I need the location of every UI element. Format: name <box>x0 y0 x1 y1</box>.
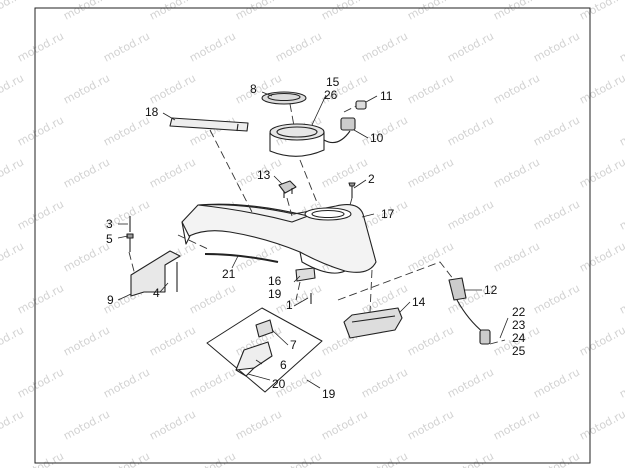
callout-25: 25 <box>512 344 526 358</box>
callout-26: 26 <box>324 88 338 102</box>
part-11-bulb <box>355 100 367 110</box>
assembly-lines <box>128 103 506 345</box>
callout-19-inset: 19 <box>322 387 336 401</box>
callout-2: 2 <box>368 172 375 186</box>
part-15-26-speedometer <box>269 123 325 157</box>
part-13-clip <box>278 180 297 198</box>
part-10-wiring-harness <box>323 117 356 144</box>
callout-9: 9 <box>107 293 114 307</box>
callout-13: 13 <box>257 168 271 182</box>
callout-4: 4 <box>153 286 160 300</box>
callout-14: 14 <box>412 295 426 309</box>
callout-16: 16 <box>268 274 282 288</box>
callout-18: 18 <box>145 105 159 119</box>
callout-3: 3 <box>106 217 113 231</box>
callout-10: 10 <box>370 131 384 145</box>
callout-11: 11 <box>380 89 393 103</box>
part-21-seal-strip <box>204 253 279 263</box>
callout-12: 12 <box>484 283 498 297</box>
callout-8: 8 <box>250 82 257 96</box>
part-18-trim-strip <box>169 117 249 132</box>
inset-19-box <box>206 307 323 393</box>
callout-6: 6 <box>280 358 287 372</box>
callout-22: 22 <box>512 305 526 319</box>
callout-15: 15 <box>326 75 340 89</box>
diagram-border <box>34 7 591 464</box>
part-4-9-bracket <box>130 250 181 297</box>
callout-leaders <box>117 91 509 389</box>
callout-7: 7 <box>290 338 297 352</box>
part-12-switch-assembly <box>448 277 491 345</box>
part-8-bezel-ring <box>261 91 307 105</box>
callout-labels: 1 2 3 4 5 6 7 8 9 10 11 12 13 14 15 16 1… <box>106 75 526 401</box>
callout-5: 5 <box>106 232 113 246</box>
part-14-lower-cover <box>343 307 403 339</box>
callout-20: 20 <box>272 377 286 391</box>
part-16-grommet <box>295 267 316 282</box>
part-2-screw <box>348 182 356 198</box>
callout-23: 23 <box>512 318 526 332</box>
callout-24: 24 <box>512 331 526 345</box>
callout-21: 21 <box>222 267 236 281</box>
callout-1: 1 <box>286 298 293 312</box>
callout-17: 17 <box>381 207 395 221</box>
callout-19: 19 <box>268 287 282 301</box>
part-17-console-housing <box>181 203 377 274</box>
